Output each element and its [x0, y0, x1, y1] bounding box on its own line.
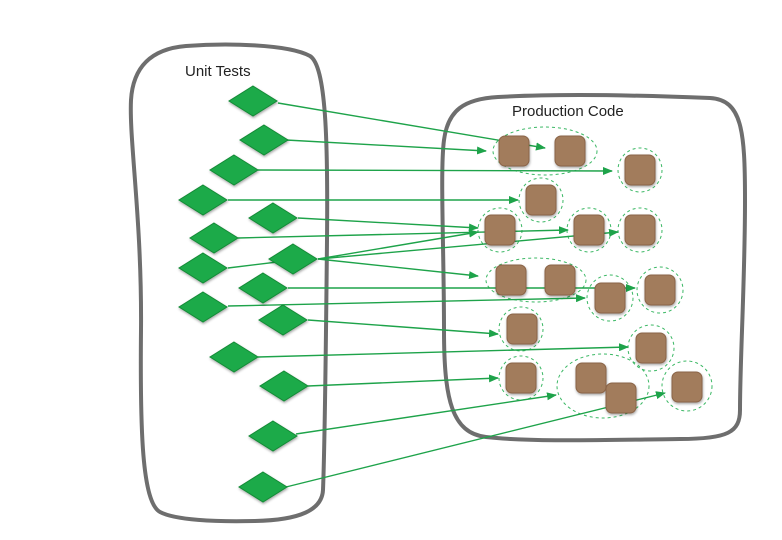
code-unit-icon	[505, 362, 537, 394]
unit-group-pair	[556, 353, 650, 419]
unit-group	[661, 360, 713, 412]
code-unit-icon	[495, 264, 527, 296]
coverage-arrow	[285, 391, 666, 488]
unit-group	[498, 306, 544, 352]
unit-group-pair	[485, 257, 587, 303]
coverage-arrow	[307, 374, 499, 387]
test-icon	[268, 243, 318, 275]
test-icon	[248, 420, 298, 452]
code-unit-icon	[594, 282, 626, 314]
test-icon	[178, 252, 228, 284]
test-icon	[228, 85, 278, 117]
unit-group	[498, 355, 544, 401]
test-icon	[258, 304, 308, 336]
code-unit-icon	[624, 154, 656, 186]
coverage-arrow	[285, 139, 487, 155]
coverage-arrow	[257, 166, 613, 175]
test-icon	[248, 202, 298, 234]
unit-group	[617, 147, 663, 193]
code-unit-icon	[498, 135, 530, 167]
unit-group	[636, 266, 684, 314]
coverage-arrow	[317, 258, 479, 280]
coverage-arrow	[317, 229, 479, 260]
code-unit-icon	[635, 332, 667, 364]
coverage-arrow	[227, 294, 586, 307]
production-code-boundary	[440, 93, 747, 443]
coverage-arrow	[295, 392, 557, 435]
test-icon	[238, 471, 288, 503]
test-icon	[178, 184, 228, 216]
code-unit-icon	[506, 313, 538, 345]
code-unit-icon	[575, 362, 607, 394]
coverage-arrow	[307, 319, 499, 338]
code-unit-icon	[484, 214, 516, 246]
test-icon	[189, 222, 239, 254]
coverage-arrow	[297, 217, 479, 232]
unit-group	[518, 177, 564, 223]
unit-tests-boundary	[128, 42, 330, 524]
unit-group-top	[492, 126, 598, 176]
code-units	[484, 135, 703, 414]
production-code-label: Production Code	[512, 103, 624, 120]
test-icon	[259, 370, 309, 402]
code-unit-icon	[573, 214, 605, 246]
unit-group	[627, 324, 675, 372]
test-icon	[209, 154, 259, 186]
coverage-arrow	[257, 343, 629, 358]
test-icon	[238, 272, 288, 304]
test-icon	[178, 291, 228, 323]
code-unit-icon	[525, 184, 557, 216]
coverage-arrow	[237, 226, 569, 239]
code-unit-icon	[544, 264, 576, 296]
test-icon	[209, 341, 259, 373]
test-icon	[239, 124, 289, 156]
coverage-arrow	[317, 228, 619, 260]
code-unit-icon	[605, 382, 637, 414]
code-unit-icon	[671, 371, 703, 403]
unit-tests-label: Unit Tests	[185, 63, 251, 80]
unit-group	[586, 274, 634, 322]
code-unit-icon	[644, 274, 676, 306]
code-unit-icon	[624, 214, 656, 246]
unit-test-diamonds	[178, 85, 318, 503]
code-unit-icon	[554, 135, 586, 167]
